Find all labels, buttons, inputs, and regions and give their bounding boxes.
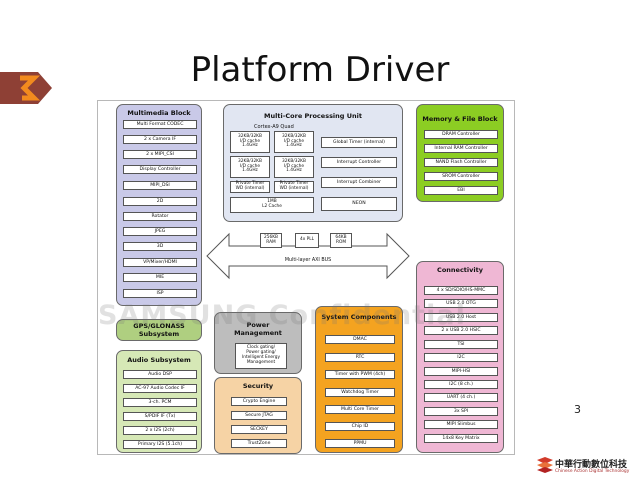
security-item: Crypto Engine	[231, 397, 287, 406]
multimedia-item: JPEG	[123, 227, 197, 236]
connectivity-item: MIPI Slimbus	[424, 420, 498, 429]
system-item: PPMU	[325, 439, 395, 448]
connectivity-item: USB 2.0 OTG	[424, 299, 498, 308]
system-item: Timer with PWM (4ch)	[325, 370, 395, 379]
security-block-title: Security	[242, 382, 274, 390]
audio-block-title: Audio Subsystem	[127, 356, 191, 364]
confidential-watermark: SAMSUNG Confidential	[98, 300, 466, 331]
multimedia-item: ISP	[123, 289, 197, 298]
l2-cache-cell: 1MB L2 Cache	[230, 197, 314, 213]
red-chevron-icon	[537, 457, 553, 473]
memory-item: DRAM Controller	[424, 130, 498, 139]
cache-cell: 32KB/32KB I/D cache 1.4GHz	[230, 156, 270, 178]
cpu-right-item: Interrupt Controller	[321, 157, 397, 168]
security-item: TrustZone	[231, 439, 287, 448]
multimedia-block: Multimedia Block Multi Format CODEC 2 x …	[116, 104, 202, 306]
axi-bus-arrow	[206, 232, 410, 280]
power-block-title: Power Management	[234, 321, 282, 338]
power-management-block: Power Management Clock gating/ Power gat…	[214, 312, 302, 374]
cpu-block-title: Multi-Core Processing Unit	[264, 112, 362, 120]
multimedia-item: 2D	[123, 197, 197, 206]
system-components-block: System Components DMAC RTC Timer with PW…	[315, 306, 403, 453]
system-item: Watchdog Timer	[325, 388, 395, 397]
orange-zigzag-arrow-icon	[0, 72, 52, 104]
bus-box-rom: 64KB ROM	[330, 233, 352, 248]
system-item: RTC	[325, 353, 395, 362]
multi-core-processing-unit: Multi-Core Processing Unit Cortex-A9 Qua…	[223, 104, 403, 222]
audio-item: AC-97 Audio Codec IF	[123, 384, 197, 393]
bus-box-pll: 4x PLL	[295, 233, 319, 248]
brand-footer: 中華行動數位科技 Chinese Action Digital Technolo…	[536, 454, 640, 480]
connectivity-item: 2 x USB 2.0 HSIC	[424, 326, 498, 335]
system-item: Multi Core Timer	[325, 405, 395, 414]
audio-item: 2 x I2S (2ch)	[123, 426, 197, 435]
security-item: Secure JTAG	[231, 411, 287, 420]
connectivity-item: UART (4 ch.)	[424, 393, 498, 402]
audio-item: 3-ch. PCM	[123, 398, 197, 407]
private-timer-cell: Private Timer WD (internal)	[230, 181, 270, 193]
axi-bus-label: Multi-layer AXI BUS	[284, 258, 332, 263]
system-item: Chip ID	[325, 422, 395, 431]
multimedia-item: Multi Format CODEC	[123, 120, 197, 129]
connectivity-item: USB 2.0 Host	[424, 313, 498, 322]
power-item: Clock gating/ Power gating/ Intelligent …	[235, 343, 287, 369]
multimedia-item: Rotator	[123, 212, 197, 221]
bus-box-ram: 256KB RAM	[260, 233, 282, 248]
cpu-right-item: Interrupt Combiner	[321, 177, 397, 188]
memory-block-title: Memory & File Block	[422, 115, 498, 123]
memory-item: EBI	[424, 186, 498, 195]
multimedia-item: 3D	[123, 242, 197, 251]
connectivity-item: I2C (8 ch.)	[424, 380, 498, 389]
security-block: Security Crypto Engine Secure JTAG SECKE…	[214, 377, 302, 454]
brand-english-name: Chinese Action Digital Technology	[555, 469, 630, 474]
multimedia-item: 2 x MIPI_CSI	[123, 150, 197, 159]
audio-item: S/PDIF IF (Tx)	[123, 412, 197, 421]
connectivity-item: 4 x SD/SDIO/HS-MMC	[424, 286, 498, 295]
cpu-right-item: Global Timer (internal)	[321, 137, 397, 148]
multimedia-item: MIE	[123, 273, 197, 282]
multimedia-item: VP/Mixer/HDMI	[123, 258, 197, 267]
multimedia-item: Display Controller	[123, 165, 197, 174]
cpu-subtitle: Cortex-A9 Quad	[254, 124, 294, 130]
multimedia-item: MIPI_DSI	[123, 181, 197, 190]
memory-item: SROM Controller	[424, 172, 498, 181]
soc-block-diagram: Multimedia Block Multi Format CODEC 2 x …	[97, 100, 515, 455]
connectivity-item: 3x SPI	[424, 407, 498, 416]
connectivity-item: 14x8 Key Matrix	[424, 434, 498, 443]
gps-glonass-subsystem: GPS/GLONASS Subsystem	[116, 319, 202, 341]
multimedia-item: 2 x Camera IF	[123, 135, 197, 144]
system-block-title: System Components	[321, 313, 397, 321]
audio-subsystem: Audio Subsystem Audio DSP AC-97 Audio Co…	[116, 350, 202, 453]
brand-chinese-name: 中華行動數位科技	[555, 460, 628, 470]
cpu-right-item: NEON	[321, 197, 397, 211]
connectivity-item: MIPI-HSI	[424, 367, 498, 376]
connectivity-item: TSI	[424, 340, 498, 349]
multimedia-block-title: Multimedia Block	[127, 109, 191, 117]
private-timer-cell: Private Timer WD (internal)	[274, 181, 314, 193]
connectivity-block: Connectivity 4 x SD/SDIO/HS-MMC USB 2.0 …	[416, 261, 504, 453]
page-number: 3	[574, 403, 581, 416]
memory-file-block: Memory & File Block DRAM Controller Inte…	[416, 104, 504, 202]
cache-cell: 32KB/32KB I/D cache 1.4GHz	[274, 131, 314, 153]
memory-item: Internal RAM Controller	[424, 144, 498, 153]
slide-title: Platform Driver	[190, 50, 450, 90]
cache-cell: 32KB/32KB I/D cache 1.4GHz	[230, 131, 270, 153]
system-item: DMAC	[325, 335, 395, 344]
gps-block-title: GPS/GLONASS Subsystem	[133, 322, 185, 338]
cache-cell: 32KB/32KB I/D cache 1.4GHz	[274, 156, 314, 178]
connectivity-item: I2C	[424, 353, 498, 362]
memory-item: NAND Flash Controller	[424, 158, 498, 167]
audio-item: Audio DSP	[123, 370, 197, 379]
audio-item: Primary I2S (5.1ch)	[123, 440, 197, 449]
security-item: SECKEY	[231, 425, 287, 434]
connectivity-block-title: Connectivity	[437, 266, 483, 274]
